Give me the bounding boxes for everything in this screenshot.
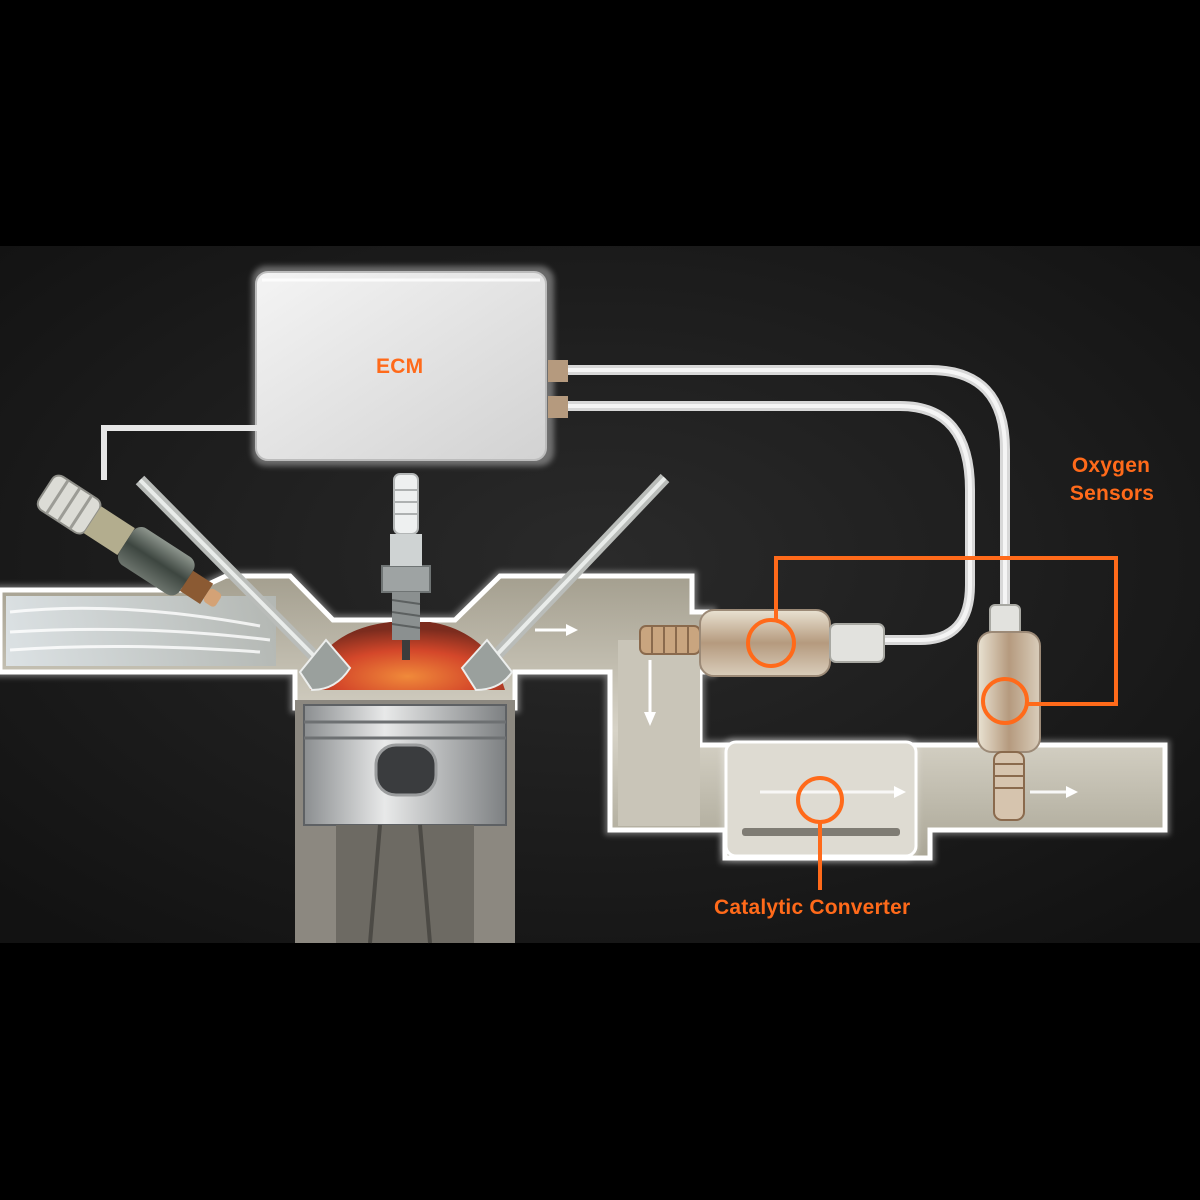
ecm-label: ECM: [376, 355, 424, 378]
cylinder: [295, 700, 515, 944]
catalytic-converter-label: Catalytic Converter: [714, 896, 911, 919]
sensor-callout-circle-2: [981, 677, 1029, 725]
spark-plug-icon: [381, 473, 431, 660]
catalytic-converter-icon: [722, 738, 918, 860]
sensor-leader-lines: [774, 556, 1118, 706]
sensor-wires: [548, 360, 1010, 645]
ecm-box-icon: [252, 266, 554, 466]
oxygen-sensors-label-line1: Oxygen: [1071, 454, 1151, 477]
fuel-injector-icon: [36, 474, 222, 607]
intake-valve: [135, 475, 352, 692]
callouts: [746, 556, 1118, 890]
wire-ecm-injector: [101, 425, 262, 480]
sensor-callout-circle-1: [746, 618, 796, 668]
oxygen-sensors-label-line2: Sensors: [1069, 482, 1155, 505]
exhaust-valve: [460, 473, 670, 692]
oxygen-sensor-icon: [639, 609, 885, 677]
